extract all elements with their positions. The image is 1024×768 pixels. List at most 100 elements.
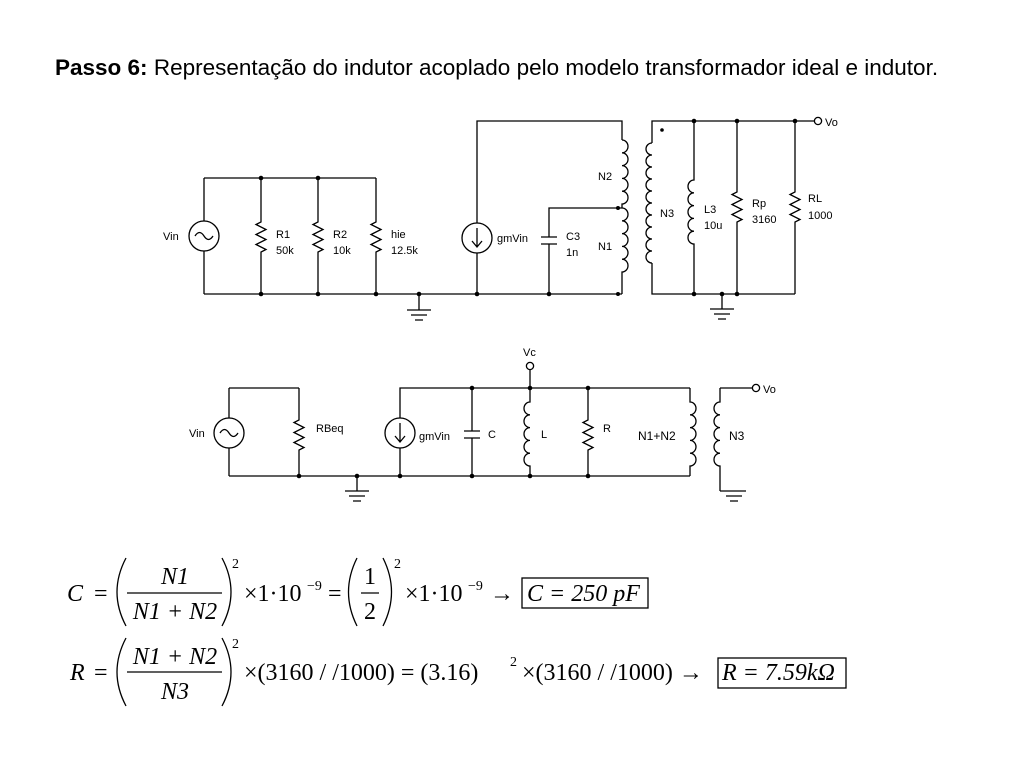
equation-resistance: R = N1 + N2 N3 2 ×(3160 / /1000) = (3.16… xyxy=(69,637,847,707)
eq1-result-box xyxy=(521,577,649,609)
coil-n1 xyxy=(621,207,629,294)
rbeq-label: RBeq xyxy=(316,423,344,435)
eq1-exp-neg9b: −9 xyxy=(468,579,483,594)
r2-value: 10k xyxy=(333,245,351,257)
l3-value: 10u xyxy=(704,220,722,232)
rl-name: RL xyxy=(808,193,822,205)
output-terminal-1 xyxy=(813,116,823,126)
step-description: Representação do indutor acoplado pelo m… xyxy=(147,55,939,80)
eq1-times-1e9b: ×1·10 xyxy=(405,581,463,607)
eq2-equals: = xyxy=(94,660,108,686)
circuit-2: Vin RBeq gmVin C Vc L R xyxy=(189,347,776,502)
eq1-half-num: 1 xyxy=(364,564,376,590)
n1-label: N1 xyxy=(598,241,612,253)
eq1-frac-den: N1 + N2 xyxy=(132,599,217,625)
eq1-result: C = 250 pF xyxy=(527,581,640,607)
eq1-exp-2: 2 xyxy=(232,557,239,572)
coil-n3-2 xyxy=(713,387,752,488)
eq2-part2: ×(3160 / /1000) → xyxy=(522,660,703,686)
ground-symbol-3 xyxy=(345,476,369,502)
eq2-lhs: R xyxy=(69,660,85,686)
resistor-rp xyxy=(730,121,744,294)
polarity-dot xyxy=(660,128,664,132)
vin-source-2 xyxy=(213,388,245,476)
junction-dots-1 xyxy=(258,118,798,297)
eq1-left-paren xyxy=(116,557,127,627)
junction-dots-2 xyxy=(296,385,591,479)
capacitor-c3 xyxy=(541,207,622,294)
eq1-times-1e9: ×1·10 xyxy=(244,581,302,607)
vc-label: Vc xyxy=(523,347,536,359)
eq1-arrow: → xyxy=(490,581,514,607)
ground-symbol-1 xyxy=(407,294,431,321)
vin-label-1: Vin xyxy=(163,231,179,243)
circuit-1: Vin R1 50k R2 10k hie 12.5k gmVin xyxy=(163,116,838,321)
n1-n2-label: N1+N2 xyxy=(638,429,676,443)
vo-label-2: Vo xyxy=(763,384,776,396)
eq1-right-paren-2 xyxy=(382,557,393,627)
eq2-left-paren xyxy=(116,637,127,707)
resistor-rl xyxy=(788,121,802,294)
r1-value: 50k xyxy=(276,245,294,257)
coil-n3 xyxy=(645,120,795,295)
current-source-gmvin-2 xyxy=(384,417,416,449)
inductor-l3 xyxy=(687,121,695,294)
r-label: R xyxy=(603,423,611,435)
coil-n2 xyxy=(621,139,629,208)
hie-value: 12.5k xyxy=(391,245,418,257)
eq2-frac-den: N3 xyxy=(160,679,189,705)
resistor-r2 xyxy=(311,178,325,294)
eq1-equals-2: = xyxy=(328,581,342,607)
n3-label-1: N3 xyxy=(660,208,674,220)
vo-label-1: Vo xyxy=(825,117,838,129)
l-label: L xyxy=(541,429,547,441)
n3-label-2: N3 xyxy=(729,429,745,443)
capacitor-c xyxy=(464,388,480,476)
resistor-r1 xyxy=(254,178,268,294)
resistor-hie xyxy=(369,178,383,294)
r2-name: R2 xyxy=(333,229,347,241)
eq2-result: R = 7.59kΩ xyxy=(721,660,835,686)
ground-symbol-4 xyxy=(719,488,746,502)
eq1-lhs: C xyxy=(67,581,84,607)
vin-label-2: Vin xyxy=(189,428,205,440)
rp-name: Rp xyxy=(752,198,766,210)
ground-symbol-2 xyxy=(710,294,734,320)
vc-terminal xyxy=(525,361,535,371)
eq1-half-den: 2 xyxy=(364,599,376,625)
page-heading: Passo 6: Representação do indutor acopla… xyxy=(55,52,963,84)
eq2-exp-2: 2 xyxy=(232,637,239,652)
eq1-left-paren-2 xyxy=(347,557,358,627)
eq2-exp-2b: 2 xyxy=(510,655,517,670)
coil-n1-n2 xyxy=(689,388,697,476)
eq1-exp-2b: 2 xyxy=(394,557,401,572)
eq2-frac-num: N1 + N2 xyxy=(132,644,217,670)
eq1-exp-neg9: −9 xyxy=(307,579,322,594)
l3-name: L3 xyxy=(704,204,716,216)
eq2-result-box xyxy=(717,657,847,689)
c3-value: 1n xyxy=(566,247,578,259)
inductor-l xyxy=(523,388,531,476)
hie-name: hie xyxy=(391,229,406,241)
r1-name: R1 xyxy=(276,229,290,241)
gmvin-label-2: gmVin xyxy=(419,431,450,443)
rl-value: 1000 xyxy=(808,210,832,222)
current-source-gmvin-1 xyxy=(461,222,493,254)
c3-name: C3 xyxy=(566,231,580,243)
eq1-equals: = xyxy=(94,581,108,607)
step-label: Passo 6: xyxy=(55,55,148,80)
eq1-right-paren xyxy=(221,557,232,627)
resistor-rbeq xyxy=(292,388,306,476)
equation-capacitance: C = N1 N1 + N2 2 ×1·10 −9 = 1 2 2 ×1·10 … xyxy=(67,557,649,627)
eq1-frac-num: N1 xyxy=(160,564,189,590)
output-terminal-2 xyxy=(751,383,761,393)
eq2-right-paren xyxy=(221,637,232,707)
n2-label: N2 xyxy=(598,171,612,183)
rp-value: 3160 xyxy=(752,214,776,226)
eq2-part1: ×(3160 / /1000) = (3.16) xyxy=(244,660,478,686)
resistor-r xyxy=(581,388,595,476)
c-label: C xyxy=(488,429,496,441)
gmvin-label-1: gmVin xyxy=(497,233,528,245)
vin-source-1 xyxy=(188,178,220,294)
